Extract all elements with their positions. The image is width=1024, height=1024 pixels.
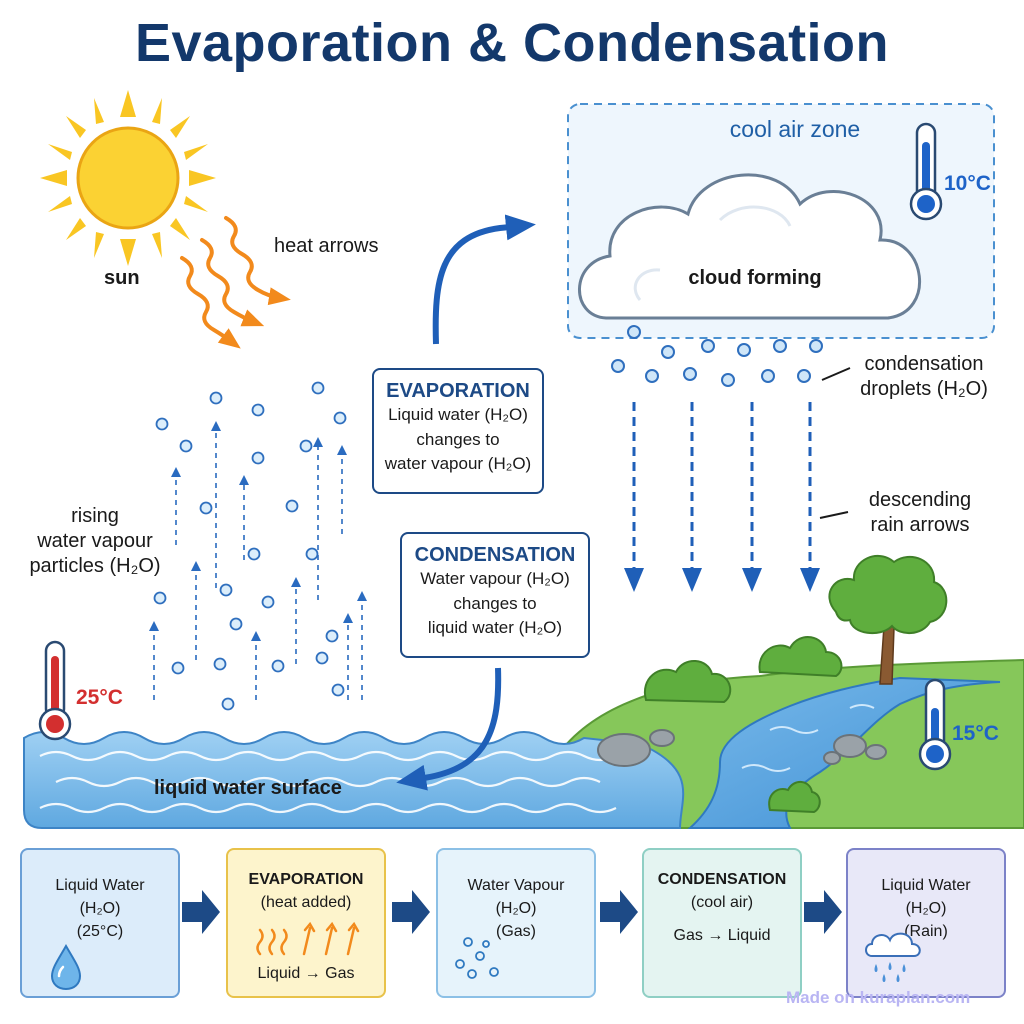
evaporation-line-1: Liquid water (H₂O)	[388, 405, 528, 424]
cloud-icon	[578, 173, 921, 320]
card-condensation-heading: CONDENSATION	[657, 871, 787, 888]
rising-vapour-line-2: water vapour	[37, 530, 153, 552]
condensation-line-3: liquid water (H₂O)	[427, 618, 563, 638]
river	[687, 676, 1001, 829]
card-rain-line-2: (H₂O)	[905, 900, 947, 918]
flow-card-water-vapour: Water Vapour (H₂O) (Gas)	[436, 848, 596, 998]
card-rain-line-1: Liquid Water	[881, 877, 971, 894]
sun-label: sun	[104, 267, 140, 289]
evaporation-arrow	[432, 214, 536, 345]
temp-land: 15°C	[952, 722, 999, 745]
cloud-forming-label: cloud forming	[688, 267, 822, 289]
rising-vapour-line-1: rising	[71, 505, 119, 527]
heat-arrows-icon	[256, 921, 360, 956]
rain-arrowheads	[624, 568, 820, 592]
flow-card-rain: Liquid Water (H₂O) (Rain)	[846, 848, 1006, 998]
condensation-box: CONDENSATION Water vapour (H₂O) changes …	[400, 532, 590, 658]
rain-arrows	[632, 402, 812, 568]
card-rain-line-3: (Rain)	[904, 923, 948, 941]
temp-cool: 10°C	[944, 172, 991, 195]
thermometer-cool-icon	[909, 122, 943, 221]
droplets-line-1: condensation	[864, 353, 984, 375]
condensation-line-1: Water vapour (H₂O)	[420, 569, 570, 588]
card-evaporation-line-1: (heat added)	[260, 894, 352, 912]
card-liquid-line-2: (H₂O)	[79, 900, 121, 918]
temp-water: 25°C	[76, 686, 123, 709]
card-evaporation-footer: Liquid → Gas	[257, 965, 355, 982]
condensation-heading: CONDENSATION	[414, 544, 576, 566]
watermark: Made on kuraplan.com	[786, 988, 971, 1007]
evaporation-line-2: changes to	[416, 429, 500, 449]
card-condensation-line-2: Gas → Liquid	[673, 927, 771, 945]
rising-vapour-line-3: particles (H₂O)	[29, 555, 161, 577]
cool-air-zone-label: cool air zone	[729, 116, 861, 142]
rising-vapour-label: rising water vapour particles (H₂O)	[20, 504, 170, 579]
rain-line-2: rain arrows	[870, 514, 970, 536]
condensation-line-2: changes to	[453, 593, 537, 613]
condensation-droplets-label: condensation droplets (H₂O)	[852, 352, 996, 402]
card-liquid-line-1: Liquid Water	[55, 877, 145, 894]
condensation-arrow	[396, 667, 502, 791]
condensation-droplets	[611, 325, 823, 387]
card-vapour-line-2: (H₂O)	[495, 900, 537, 918]
flow-arrows	[182, 890, 842, 934]
bushes	[643, 636, 843, 814]
flow-card-evaporation: EVAPORATION (heat added) Liquid → Gas	[226, 848, 386, 998]
descending-rain-label: descending rain arrows	[852, 488, 988, 538]
rocks	[597, 729, 887, 767]
thermometer-hot-icon	[38, 640, 72, 741]
droplets-line-2: droplets (H₂O)	[860, 378, 988, 400]
liquid-surface-label: liquid water surface	[154, 777, 342, 799]
rising-vapour-arrows	[149, 421, 367, 700]
flow-card-condensation: CONDENSATION (cool air) Gas → Liquid	[642, 848, 802, 998]
sun-icon	[40, 90, 216, 266]
evaporation-box: EVAPORATION Liquid water (H₂O) changes t…	[372, 368, 544, 494]
card-vapour-line-3: (Gas)	[496, 923, 536, 941]
card-evaporation-heading: EVAPORATION	[248, 871, 364, 888]
thermometer-land-icon	[918, 678, 952, 771]
water-surface	[23, 731, 685, 829]
heat-arrows-label: heat arrows	[274, 235, 379, 257]
rain-cloud-icon	[865, 932, 921, 982]
water-drop-icon	[50, 943, 82, 991]
card-condensation-line-1: (cool air)	[690, 894, 754, 912]
heat-arrows-icon	[180, 216, 291, 349]
tree-icon	[828, 555, 948, 685]
vapour-particles	[153, 381, 347, 711]
card-vapour-line-1: Water Vapour	[467, 877, 565, 894]
vapour-bubbles-icon	[455, 937, 499, 979]
rain-line-1: descending	[868, 489, 972, 511]
flow-card-liquid-water: Liquid Water (H₂O) (25°C)	[20, 848, 180, 998]
evaporation-line-3: water vapour (H₂O)	[384, 454, 532, 474]
evaporation-heading: EVAPORATION	[386, 380, 530, 402]
card-liquid-line-3: (25°C)	[76, 923, 124, 941]
page-title: Evaporation & Condensation	[134, 13, 890, 73]
